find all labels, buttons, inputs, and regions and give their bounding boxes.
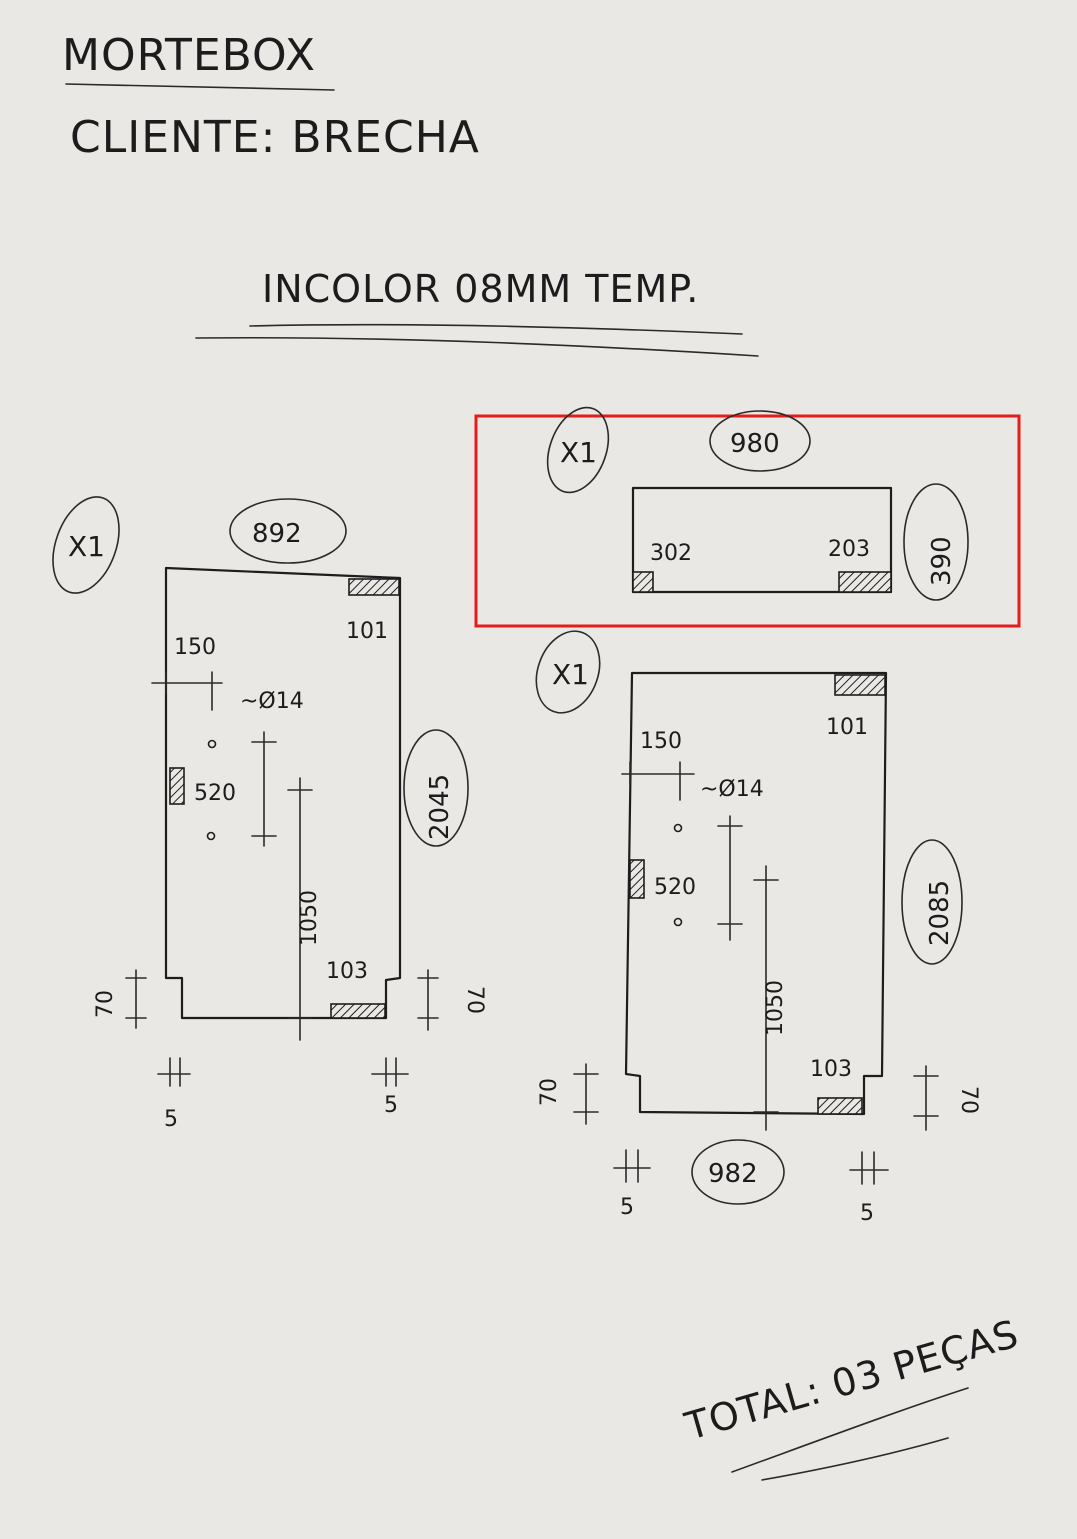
glass-spec: INCOLOR 08MM TEMP. <box>262 267 699 311</box>
hinge-bottom-label: 103 <box>326 959 368 984</box>
dim-right-label: 203 <box>828 537 870 562</box>
handle-height-label: 1050 <box>763 980 788 1036</box>
glass-outline <box>624 671 888 1116</box>
notch-right-label: 70 <box>462 986 487 1014</box>
height-label: 2045 <box>425 774 455 840</box>
height-label: 2085 <box>925 880 955 946</box>
client-name: CLIENTE: BRECHA <box>70 112 480 163</box>
width-bubble <box>709 410 811 472</box>
hole-1 <box>673 823 683 833</box>
hinge-right <box>838 571 892 593</box>
hinge-top <box>834 674 886 696</box>
hinge-top-label: 101 <box>826 715 868 740</box>
height-bubble <box>901 839 963 965</box>
piece-left: X1 892 101 2045 150 ~Ø14 520 1050 103 70 <box>52 496 487 1132</box>
glass-outline <box>164 566 402 1020</box>
width-bubble <box>229 498 347 564</box>
spec-underline-2 <box>195 336 759 357</box>
offset-top-label: 150 <box>174 635 216 660</box>
width-label: 892 <box>252 519 302 549</box>
spec-underline-1 <box>249 323 743 335</box>
piece-right: X1 101 2085 150 ~Ø14 520 1050 103 70 70 <box>535 630 981 1226</box>
notch-w-left-label: 5 <box>620 1195 634 1220</box>
qty-label: X1 <box>68 530 105 563</box>
handle-mark <box>169 767 185 805</box>
notch-w-left-label: 5 <box>164 1107 178 1132</box>
notch-w-right-label: 5 <box>384 1093 398 1118</box>
hole-spacing-label: 520 <box>654 875 696 900</box>
company-name: MORTEBOX <box>62 30 316 81</box>
company-underline <box>65 83 335 91</box>
hole-diameter-label: ~Ø14 <box>240 689 304 714</box>
hinge-top <box>348 578 400 596</box>
dim-left-label: 302 <box>650 541 692 566</box>
qty-bubble <box>546 406 610 494</box>
width-label: 980 <box>730 429 780 459</box>
hinge-left <box>632 571 654 593</box>
notch-w-right-label: 5 <box>860 1201 874 1226</box>
notch-right-label: 70 <box>956 1086 981 1114</box>
notch-left-label: 70 <box>537 1078 562 1106</box>
height-bubble <box>903 483 969 601</box>
height-label: 390 <box>927 536 957 586</box>
qty-label: X1 <box>552 658 589 691</box>
hole-1 <box>207 739 217 749</box>
hole-spacing-label: 520 <box>194 781 236 806</box>
total-underline-2 <box>761 1437 949 1481</box>
hinge-bottom-label: 103 <box>810 1057 852 1082</box>
glass-outline <box>631 486 893 594</box>
hinge-bottom <box>330 1003 386 1019</box>
qty-bubble <box>535 630 601 714</box>
hole-2 <box>673 917 683 927</box>
piece-top-right: X1 980 302 203 390 <box>474 406 1021 628</box>
hole-diameter-label: ~Ø14 <box>700 777 764 802</box>
handle-mark <box>629 859 645 899</box>
width-bubble <box>691 1139 785 1205</box>
hinge-bottom <box>817 1097 863 1115</box>
hole-2 <box>206 831 216 841</box>
total-underline-1 <box>731 1387 969 1473</box>
handle-height-label: 1050 <box>297 890 322 946</box>
width-label: 982 <box>708 1159 758 1189</box>
offset-top-label: 150 <box>640 729 682 754</box>
qty-bubble <box>52 496 120 594</box>
height-bubble <box>403 729 469 847</box>
highlight-box <box>474 414 1021 628</box>
notch-left-label: 70 <box>93 990 118 1018</box>
hinge-top-label: 101 <box>346 619 388 644</box>
qty-label: X1 <box>560 436 597 469</box>
